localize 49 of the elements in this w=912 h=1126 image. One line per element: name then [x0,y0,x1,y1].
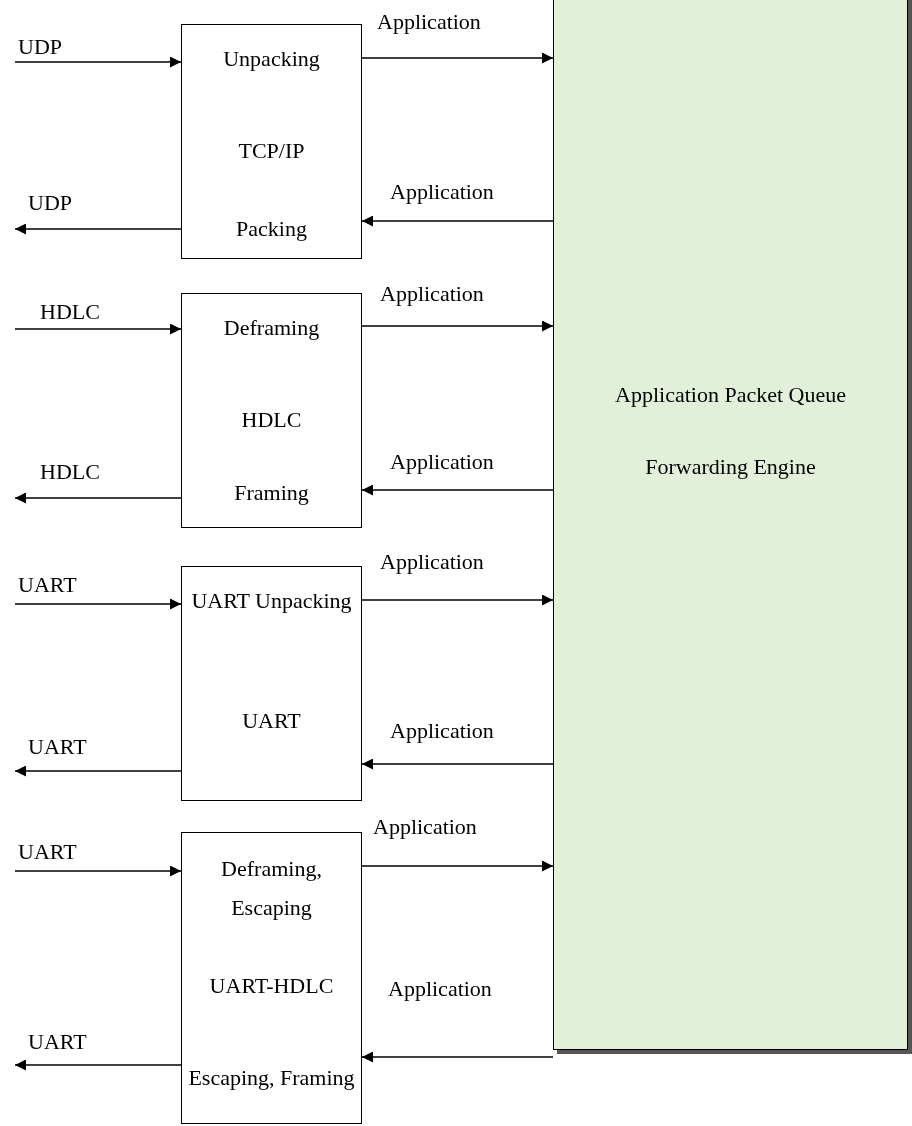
box-text: Escaping, Framing [187,1064,356,1092]
arrow [14,865,182,877]
arrow [14,323,182,335]
arrow [14,492,182,504]
box-text: TCP/IP [237,137,306,165]
box-text: UART [241,707,302,735]
box-text: HDLC [240,406,303,434]
arrow [361,484,554,496]
arrow [14,598,182,610]
box-text: Unpacking [222,45,321,73]
edge-label: HDLC [40,460,100,484]
arrow [361,860,554,872]
process-box [181,24,362,259]
process-box [181,832,362,1124]
arrow [361,758,554,770]
arrow [14,56,182,68]
box-text: Deframing [222,314,321,342]
process-box [181,293,362,528]
arrow [14,765,182,777]
edge-label: Application [380,282,484,306]
edge-label: UDP [18,35,62,59]
edge-label: Application [390,180,494,204]
arrow [361,52,554,64]
box-text: Application Packet Queue [614,381,847,409]
box-text: Framing [233,479,310,507]
arrow [14,223,182,235]
edge-label: UART [18,840,77,864]
edge-label: UART [28,735,87,759]
edge-label: Application [377,10,481,34]
arrow [361,594,554,606]
edge-label: Application [373,815,477,839]
arrow [14,1059,182,1071]
process-box [181,566,362,801]
edge-label: Application [380,550,484,574]
box-text: Forwarding Engine [644,453,817,481]
box-text: Deframing, Escaping [220,855,323,922]
edge-label: HDLC [40,300,100,324]
edge-label: UART [28,1030,87,1054]
box-text: UART Unpacking [190,587,353,615]
arrow [361,215,554,227]
edge-label: Application [388,977,492,1001]
edge-label: UART [18,573,77,597]
edge-label: UDP [28,191,72,215]
box-text: Packing [235,215,308,243]
edge-label: Application [390,719,494,743]
box-text: UART-HDLC [208,972,335,1000]
arrow [361,320,554,332]
arrow [361,1051,554,1063]
edge-label: Application [390,450,494,474]
